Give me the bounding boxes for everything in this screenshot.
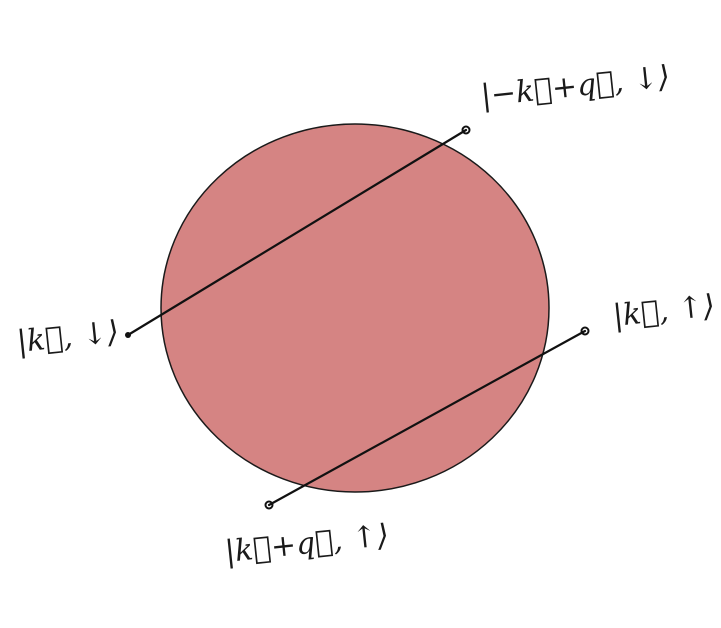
fermi-disk bbox=[160, 123, 550, 493]
upper-pair-left-endpoint bbox=[125, 332, 131, 338]
lower-pair-right-endpoint bbox=[580, 326, 590, 336]
label-bottom: |k⃗+q⃗, ↑⟩ bbox=[223, 518, 390, 570]
label-right: |k⃗, ↑⟩ bbox=[611, 288, 716, 333]
upper-pair-right-endpoint bbox=[461, 125, 471, 135]
label-top-right: |−k⃗+q⃗, ↓⟩ bbox=[479, 59, 671, 114]
label-left: |k⃗, ↓⟩ bbox=[15, 314, 120, 359]
lower-pair-line bbox=[267, 329, 587, 507]
lower-pair-left-endpoint bbox=[264, 500, 274, 510]
upper-pair-line bbox=[126, 128, 468, 337]
